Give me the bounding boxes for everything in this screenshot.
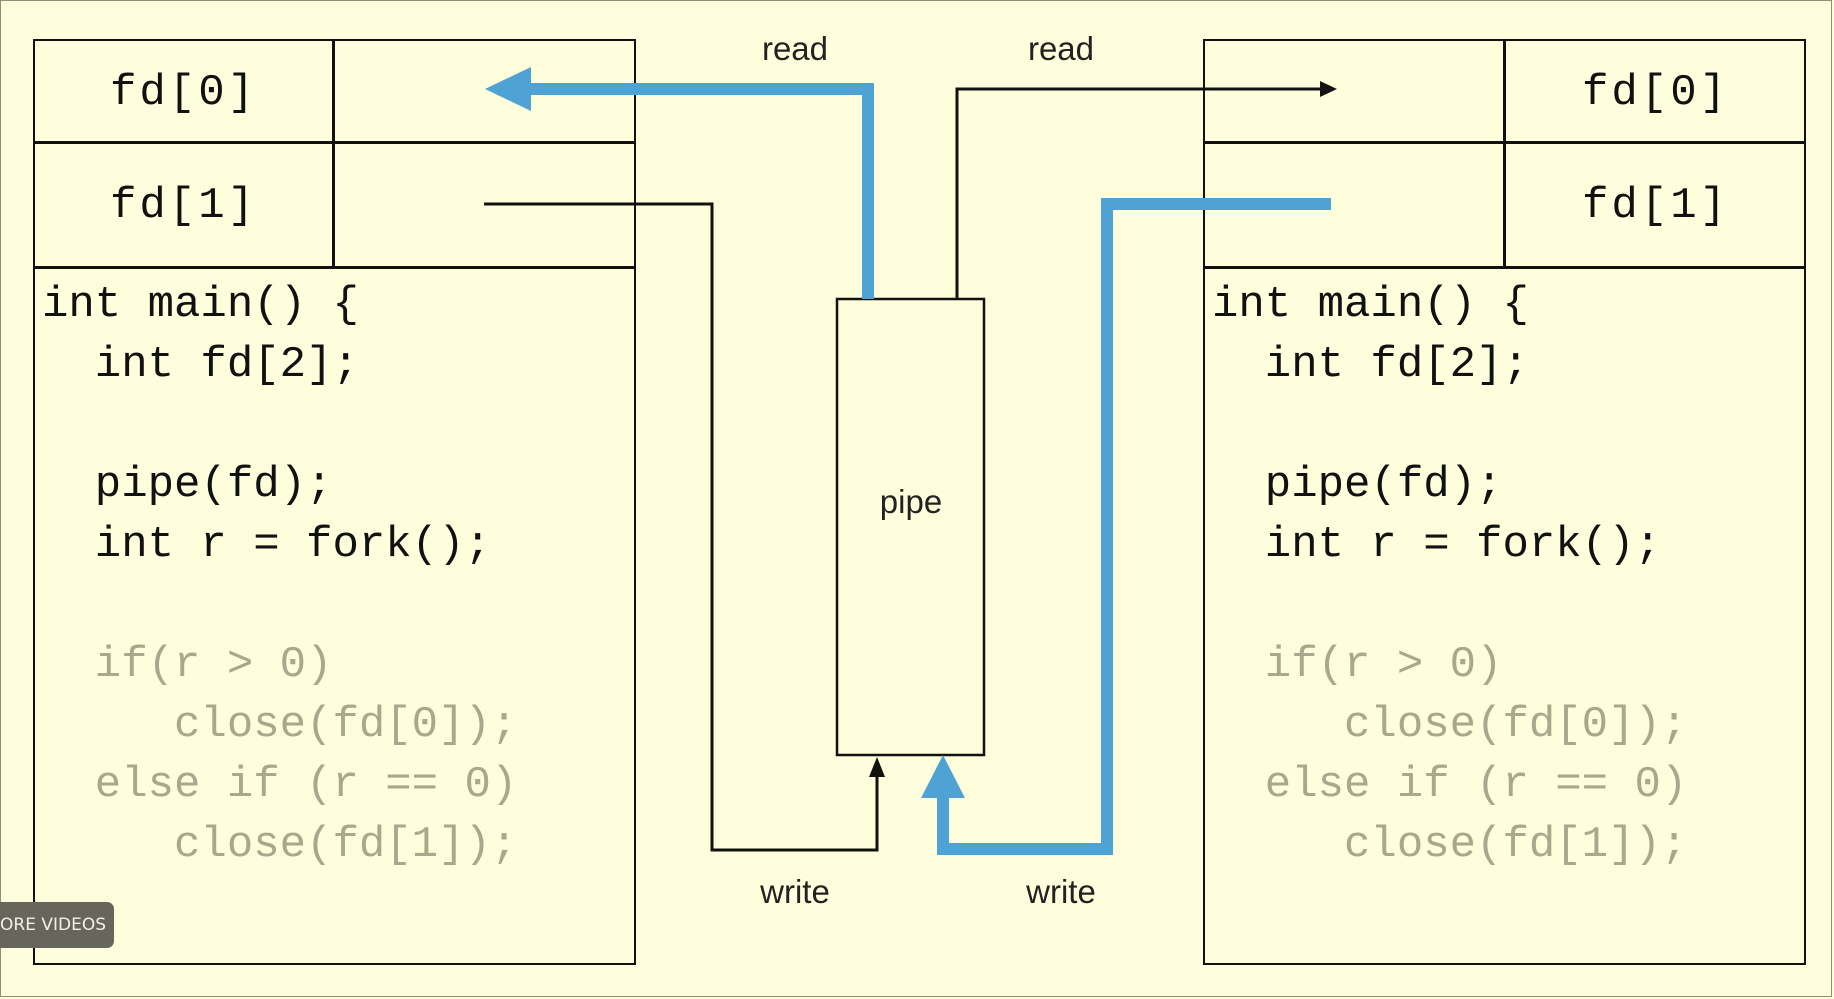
- left-code-line-dim: if(r > 0): [42, 640, 333, 690]
- left-fd-table-bottom: [33, 266, 636, 269]
- right-read-arrowhead-icon: [1320, 81, 1337, 97]
- left-process-box: [33, 39, 636, 965]
- left-code-line-dim: else if (r == 0): [42, 760, 518, 810]
- left-write-path: [484, 202, 879, 852]
- right-fd-table-bottom: [1203, 266, 1806, 269]
- left-code-line: int main() {: [42, 280, 359, 330]
- right-code-line: int fd[2];: [1212, 340, 1529, 390]
- right-code-line-dim: close(fd[1]);: [1212, 820, 1688, 870]
- left-code-line-dim: close(fd[1]);: [42, 820, 518, 870]
- right-code-line-dim: else if (r == 0): [1212, 760, 1688, 810]
- left-code-line: int fd[2];: [42, 340, 359, 390]
- right-fd1-label: fd[1]: [1582, 181, 1730, 231]
- right-code-line: int main() {: [1212, 280, 1529, 330]
- right-code-line-dim: close(fd[0]);: [1212, 700, 1688, 750]
- left-read-path: [525, 83, 874, 299]
- right-fd0-label: fd[0]: [1582, 68, 1730, 118]
- right-read-label: read: [1027, 30, 1095, 67]
- more-videos-label: ORE VIDEOS: [0, 915, 106, 935]
- right-code-line: int r = fork();: [1212, 520, 1661, 570]
- right-fd-table-divider: [1503, 39, 1506, 267]
- right-fd-row-divider: [1203, 141, 1806, 144]
- right-write-path: [937, 198, 1331, 855]
- left-write-arrowhead-icon: [869, 757, 885, 777]
- left-fd-table-divider: [332, 39, 335, 267]
- right-code-line: pipe(fd);: [1212, 460, 1503, 510]
- pipe-box: [835, 297, 986, 757]
- left-code-line: int r = fork();: [42, 520, 491, 570]
- left-read-arrowhead-icon: [485, 67, 531, 111]
- left-read-label: read: [761, 30, 829, 67]
- left-fd0-label: fd[0]: [110, 68, 258, 118]
- pipe-label: pipe: [879, 483, 943, 520]
- left-code-line-dim: close(fd[0]);: [42, 700, 518, 750]
- right-write-label: write: [1026, 873, 1096, 910]
- right-code-line-dim: if(r > 0): [1212, 640, 1503, 690]
- left-fd-row-divider: [33, 141, 636, 144]
- left-fd1-label: fd[1]: [110, 181, 258, 231]
- right-read-path: [955, 87, 1322, 299]
- more-videos-button[interactable]: ORE VIDEOS: [0, 902, 114, 948]
- left-write-label: write: [760, 873, 830, 910]
- left-code-line: pipe(fd);: [42, 460, 333, 510]
- right-write-arrowhead-icon: [921, 755, 965, 798]
